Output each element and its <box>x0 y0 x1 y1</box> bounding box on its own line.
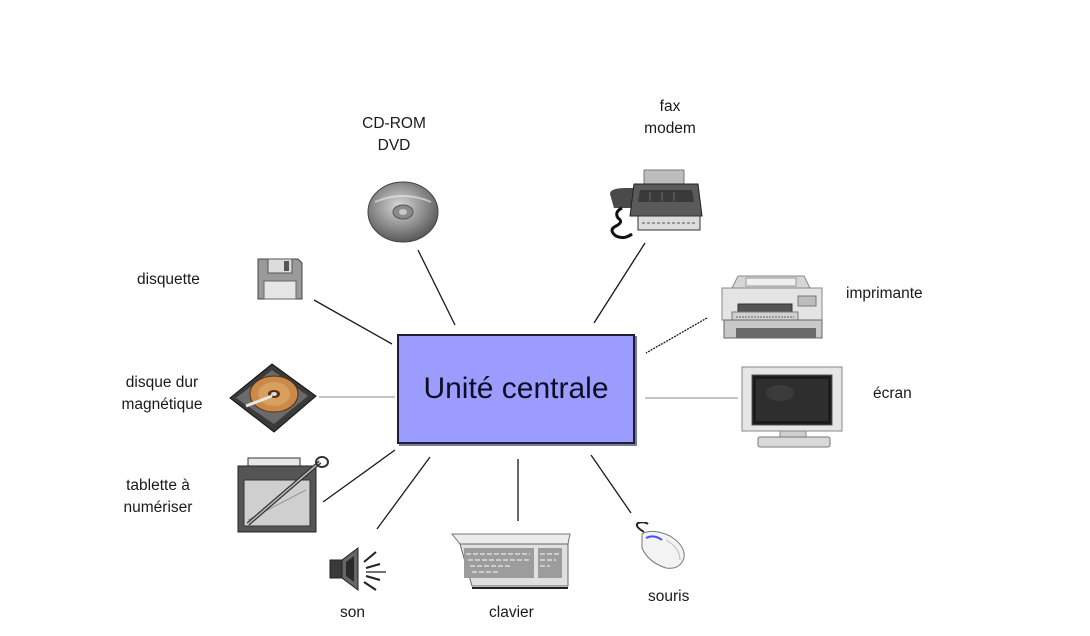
label-keyboard: clavier <box>489 604 534 621</box>
connector-floppy <box>313 299 393 345</box>
speaker-icon <box>329 547 386 591</box>
label-fax: fax modem <box>644 98 696 137</box>
label-cdrom: CD-ROM DVD <box>362 115 426 154</box>
tablet-icon <box>237 456 329 533</box>
connector-printer <box>645 317 708 354</box>
fax-icon <box>610 169 703 240</box>
central-unit-label: Unité centrale <box>423 372 609 405</box>
floppy-icon <box>257 258 303 300</box>
keyboard-icon <box>450 533 571 589</box>
printer-icon <box>721 275 823 339</box>
label-tablet: tablette à numériser <box>123 477 193 516</box>
hard-disk-icon <box>229 363 317 433</box>
label-screen: écran <box>873 385 912 402</box>
label-printer: imprimante <box>846 285 923 302</box>
connector-mouse <box>590 454 632 514</box>
connector-fax <box>593 242 646 324</box>
connector-tablet <box>322 449 396 503</box>
cd-icon <box>367 181 439 243</box>
label-sound: son <box>340 604 365 621</box>
label-mouse: souris <box>648 588 690 605</box>
label-floppy: disquette <box>137 271 200 288</box>
mouse-icon <box>635 522 685 569</box>
connector-cdrom <box>417 249 456 326</box>
connector-sound <box>376 456 431 530</box>
central-unit-node: Unité centrale <box>397 334 635 444</box>
label-harddisk: disque dur magnétique <box>121 374 203 413</box>
monitor-icon <box>741 366 843 448</box>
